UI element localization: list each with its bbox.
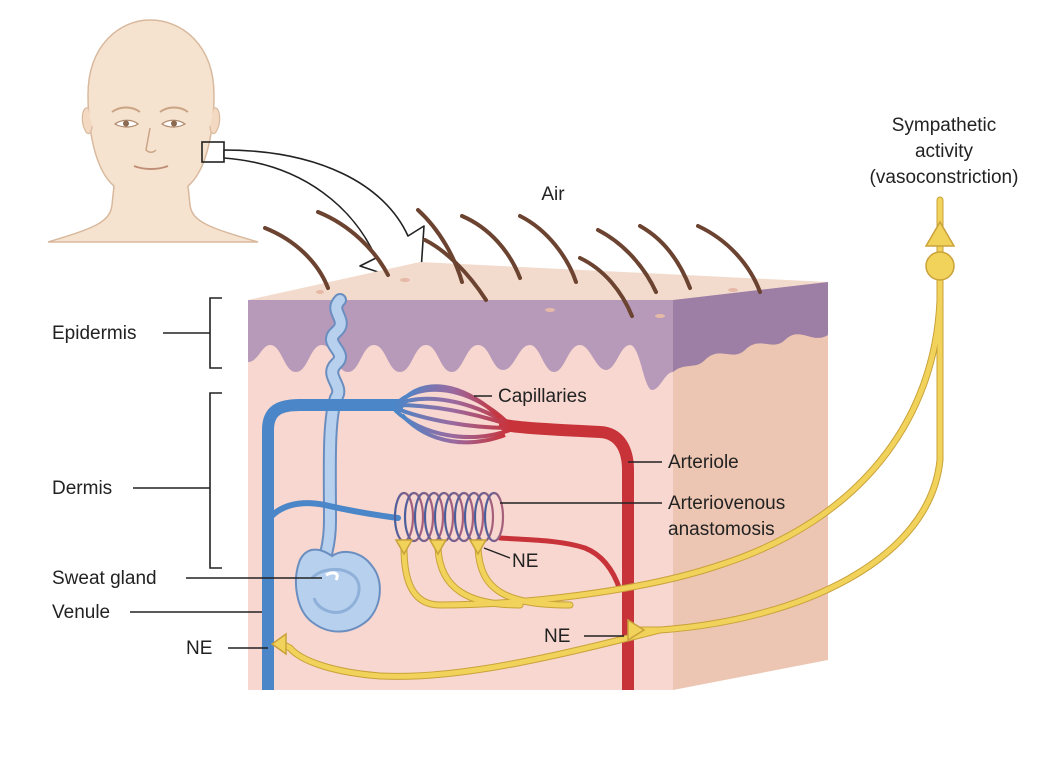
zoom-arrow-icon (223, 149, 425, 287)
blood-vessels (262, 399, 634, 690)
arteriovenous-anastomosis-coil (393, 491, 505, 543)
sweat-gland (295, 293, 381, 633)
skin-side-face (673, 282, 828, 690)
sweat-gland-label: Sweat gland (52, 568, 157, 589)
dermis-label: Dermis (52, 478, 112, 499)
av-anastomosis-label-line1: Arteriovenous (668, 493, 785, 514)
venule-label: Venule (52, 602, 110, 623)
ne-label-arteriole: NE (544, 626, 570, 647)
capillaries-label: Capillaries (498, 386, 587, 407)
hair-strands (263, 208, 762, 318)
sympathetic-label-line3: (vasoconstriction) (870, 167, 1019, 188)
human-head-illustration (47, 19, 259, 243)
arteriole-label: Arteriole (668, 452, 739, 473)
skin-surface (248, 262, 828, 300)
air-label: Air (541, 184, 565, 205)
nerve-terminals (270, 539, 646, 656)
nerve-cell-body (924, 220, 956, 281)
sympathetic-nerve-fibers (278, 196, 944, 680)
leader-lines (130, 332, 662, 649)
layer-brackets (209, 297, 222, 569)
epidermis-layer (248, 300, 673, 390)
epidermis-label: Epidermis (52, 323, 136, 344)
ne-label-av: NE (512, 551, 538, 572)
sympathetic-label-line2: activity (915, 141, 974, 162)
ne-label-venule: NE (186, 638, 212, 659)
capillary-network (393, 384, 512, 445)
av-anastomosis-label-line2: anastomosis (668, 519, 775, 540)
sympathetic-label-line1: Sympathetic (892, 115, 997, 136)
epidermis-side (673, 282, 828, 372)
